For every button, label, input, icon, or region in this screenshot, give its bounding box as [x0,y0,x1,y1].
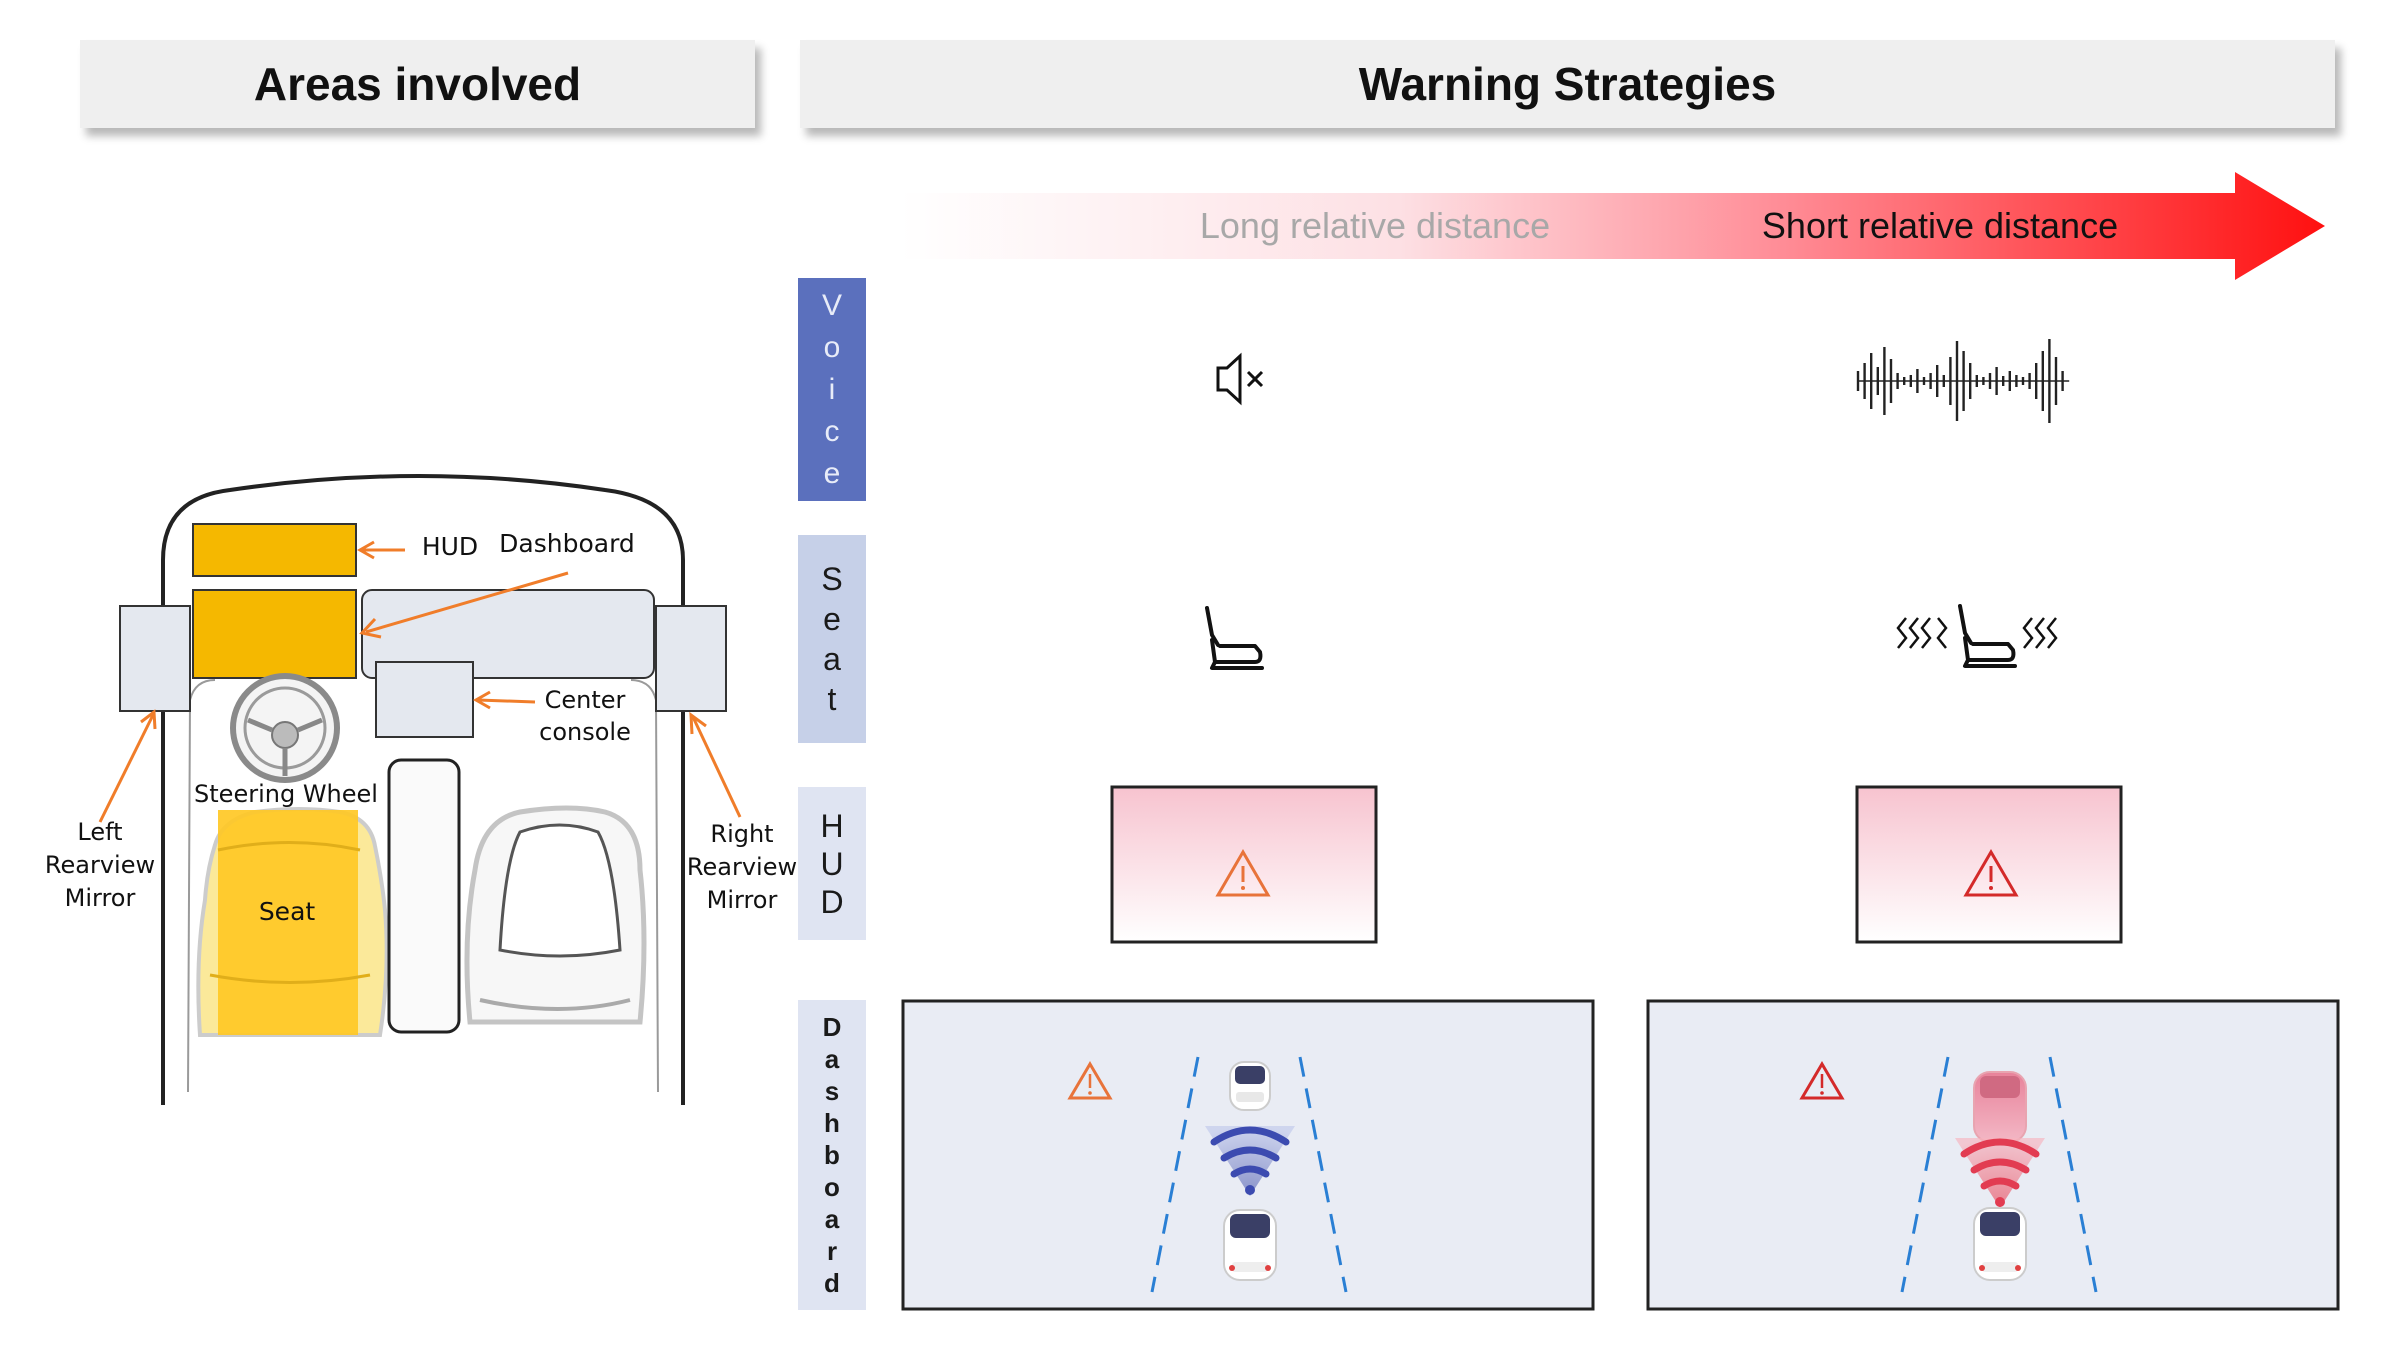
row-label-letter: r [826,1236,838,1266]
dashboard-panel-short [1646,999,2340,1311]
lane-line-right [1298,1056,1348,1293]
short-distance-label: Short relative distance [1762,205,2118,246]
sound-wave-icon [1856,339,2070,423]
right-rearview-mirror [655,605,727,712]
warning-triangle-icon [1215,849,1271,897]
row-label-letter: d [824,1268,840,1298]
lead-car [1229,1061,1271,1111]
row-label-letter: U [820,845,844,882]
distance-arrow: Long relative distance Short relative di… [900,172,2325,280]
label-right-mirror-1: Right [710,820,773,848]
row-label-letter: s [824,1076,840,1106]
long-distance-label: Long relative distance [1200,205,1550,246]
car-body-outline [161,474,685,1105]
label-seat: Seat [259,897,316,926]
driver-seat [196,807,389,1037]
steering-wheel [230,673,340,783]
row-label-letter: D [820,883,844,920]
label-center-console-2: console [539,718,631,746]
hud-area [192,523,357,577]
label-right-mirror-2: Rearview [687,853,797,881]
row-label-letter: i [828,372,836,406]
hud-panel-short [1855,785,2123,944]
seat-vibrating-icon [1896,604,2058,668]
middle-armrest [387,758,461,1034]
label-right-mirror-3: Mirror [707,886,778,914]
passenger-seat [464,805,647,1025]
label-hud: HUD [422,532,478,561]
row-label-letter: V [821,288,842,322]
hud-panel-long [1110,785,1378,944]
dashboard-panel-long [901,999,1595,1311]
warning-triangle-icon [1067,1061,1113,1100]
row-label-letter: a [824,1044,840,1074]
header-areas-involved: Areas involved [80,40,755,128]
leader-lines [98,540,742,823]
label-left-mirror-2: Rearview [45,851,155,879]
lane-line-left [1900,1056,1950,1293]
dashboard-area [192,589,357,679]
center-console [375,661,474,738]
lane-line-left [1150,1056,1200,1293]
row-label-letter: t [827,681,837,717]
row-label-letter: e [823,601,841,637]
row-label-letter: o [823,330,841,364]
ego-car [1973,1207,2027,1281]
row-label-letter: o [824,1172,840,1202]
proximity-signal [1955,1138,2045,1208]
label-dashboard: Dashboard [499,529,635,558]
speaker-muted-icon [1216,352,1264,406]
row-label-letter: a [824,1204,840,1234]
row-label-letter: S [821,561,843,597]
seat-icon [1205,606,1264,670]
row-label-letter: b [824,1140,840,1170]
label-steering-wheel: Steering Wheel [194,780,378,808]
label-left-mirror-3: Mirror [65,884,136,912]
lane-line-right [2048,1056,2098,1293]
row-label-letter: D [822,1012,842,1042]
warning-triangle-icon [1799,1061,1845,1100]
car-cabin-diagram: HUD Dashboard Center console Steering Wh… [45,474,797,1105]
row-label-letter: c [824,414,840,448]
ego-car [1223,1209,1277,1281]
row-label-letter: H [820,807,844,844]
label-left-mirror-1: Left [77,818,122,846]
row-label-letter: a [823,641,841,677]
left-rearview-mirror [119,605,191,712]
proximity-signal [1205,1126,1295,1196]
warning-triangle-icon [1963,849,2019,897]
label-center-console-1: Center [545,686,626,714]
header-warning-strategies: Warning Strategies [800,40,2335,128]
row-label-letter: h [824,1108,840,1138]
row-label-letter: e [823,456,841,490]
lead-car [1973,1071,2027,1143]
